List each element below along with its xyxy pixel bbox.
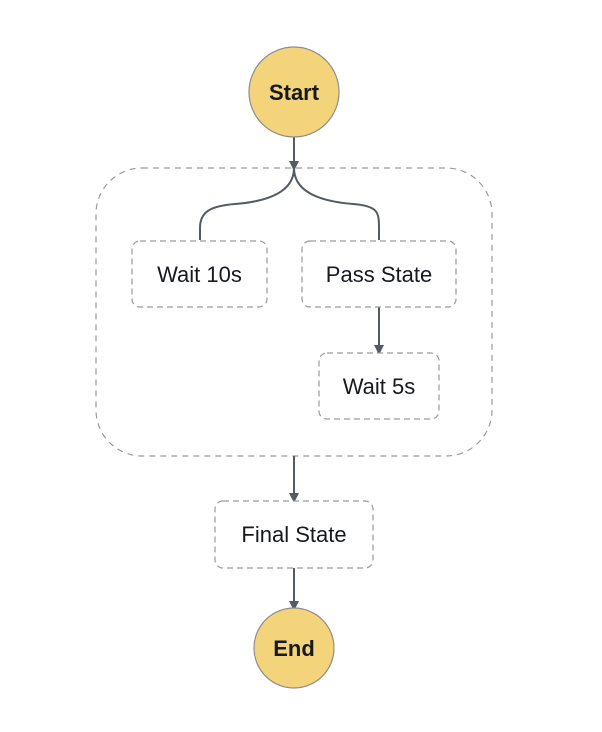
- end-circle: [253, 607, 335, 689]
- edges: [199, 134, 384, 611]
- final-state-label: Final State: [241, 522, 346, 547]
- wait-5s-label: Wait 5s: [343, 374, 416, 399]
- wait-10s-box: [131, 240, 268, 308]
- end-label: End: [273, 636, 315, 661]
- state-wait-10s[interactable]: Wait 10s: [131, 240, 268, 308]
- state-final-state[interactable]: Final State: [214, 500, 374, 569]
- wait-5s-box: [318, 352, 440, 420]
- start-label: Start: [269, 80, 320, 105]
- start-circle: [248, 46, 340, 138]
- wait-10s-label: Wait 10s: [157, 262, 242, 287]
- state-pass-state[interactable]: Pass State: [301, 240, 457, 308]
- start-node[interactable]: Start: [248, 46, 340, 138]
- edge-parallel-to-wait-10s: [199, 167, 295, 240]
- state-wait-5s[interactable]: Wait 5s: [318, 352, 440, 420]
- edge-parallel-to-pass-state: [293, 167, 380, 240]
- final-state-box: [214, 500, 374, 569]
- pass-state-box: [301, 240, 457, 308]
- end-node[interactable]: End: [253, 607, 335, 689]
- pass-state-label: Pass State: [326, 262, 432, 287]
